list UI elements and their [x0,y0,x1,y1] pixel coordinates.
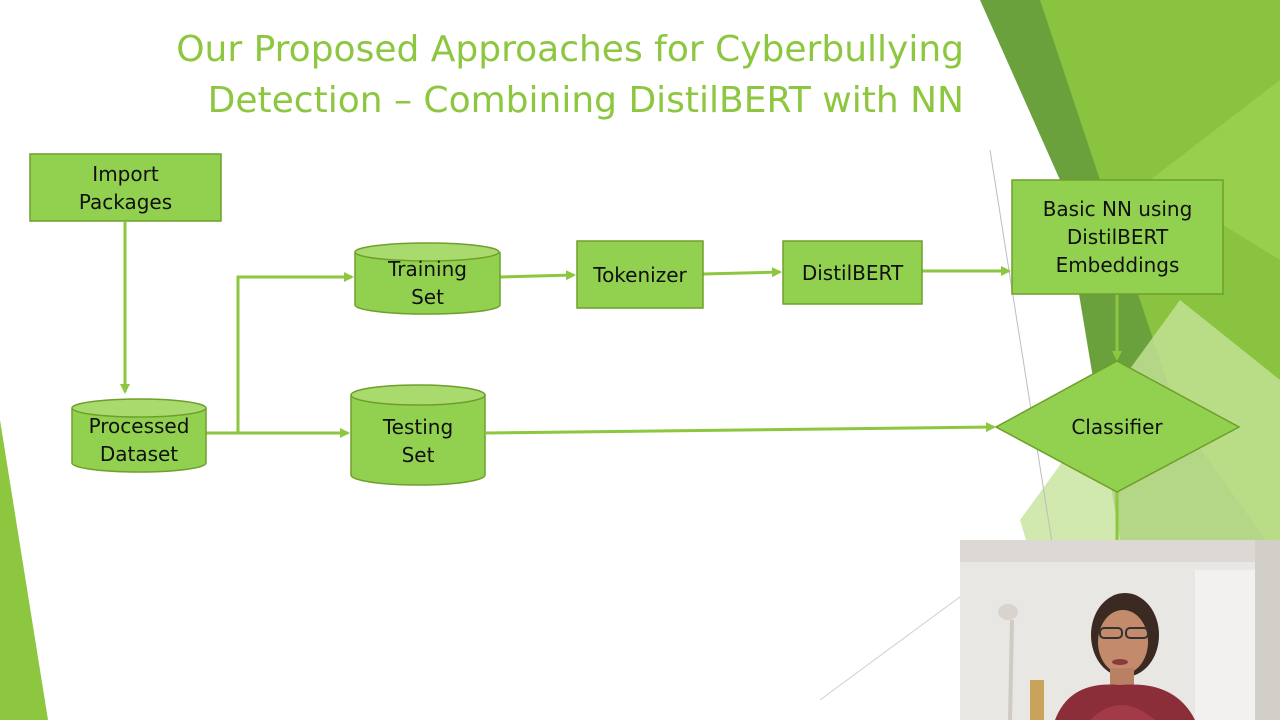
edge-training-to-tokenizer [499,270,576,281]
label-basic-nn: Basic NN using DistilBERT Embeddings [1042,197,1193,277]
label-distilbert: DistilBERT [801,260,904,285]
label-classifier: Classifier [1071,415,1163,439]
node-tokenizer [576,240,704,309]
label-tokenizer: Tokenizer [593,262,687,287]
title-line-1: Our Proposed Approaches for Cyberbullyin… [176,29,964,70]
deco-left-strip [0,420,48,720]
edge-dataset-to-training [206,272,354,435]
node-processed-dataset [71,398,207,473]
node-basic-nn [1011,179,1224,295]
edge-tokenizer-to-distilbert [702,267,782,278]
node-testing-set [350,384,486,486]
label-testing-set: Testing Set [382,415,454,467]
presenter-video-icon [960,540,1280,720]
label-training-set: Training Set [388,257,467,309]
node-distilbert [782,240,923,305]
title-line-2: Detection – Combining DistilBERT with NN [207,80,964,121]
edge-testing-to-classifier [485,422,996,435]
label-processed-dataset: Processed Dataset [88,414,190,466]
presenter-webcam [960,540,1280,720]
node-classifier [994,360,1241,493]
label-import-packages: Import Packages [78,161,173,214]
node-import-packages [29,153,222,222]
deco-right-accent [1150,80,1280,260]
slide-title: Our Proposed Approaches for Cyberbullyin… [64,24,964,126]
node-training-set [354,242,501,315]
